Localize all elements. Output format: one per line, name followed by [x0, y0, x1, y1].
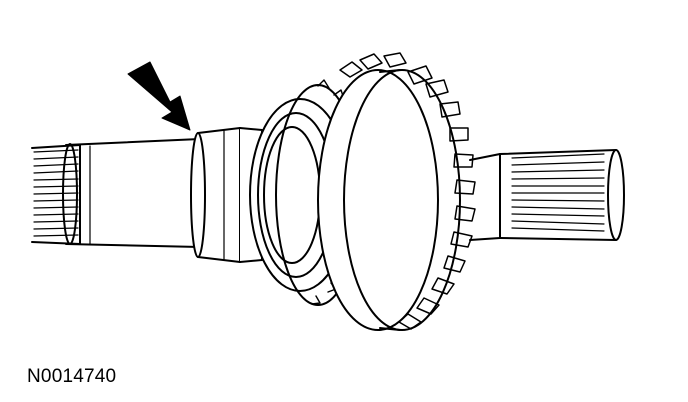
- figure-reference-code: N0014740: [27, 366, 117, 387]
- gear: [317, 52, 476, 331]
- arrow-icon: [127, 61, 191, 131]
- shaft-body: [62, 138, 201, 248]
- left-shaft-splines: [31, 144, 81, 245]
- right-shaft-splines: [469, 149, 625, 241]
